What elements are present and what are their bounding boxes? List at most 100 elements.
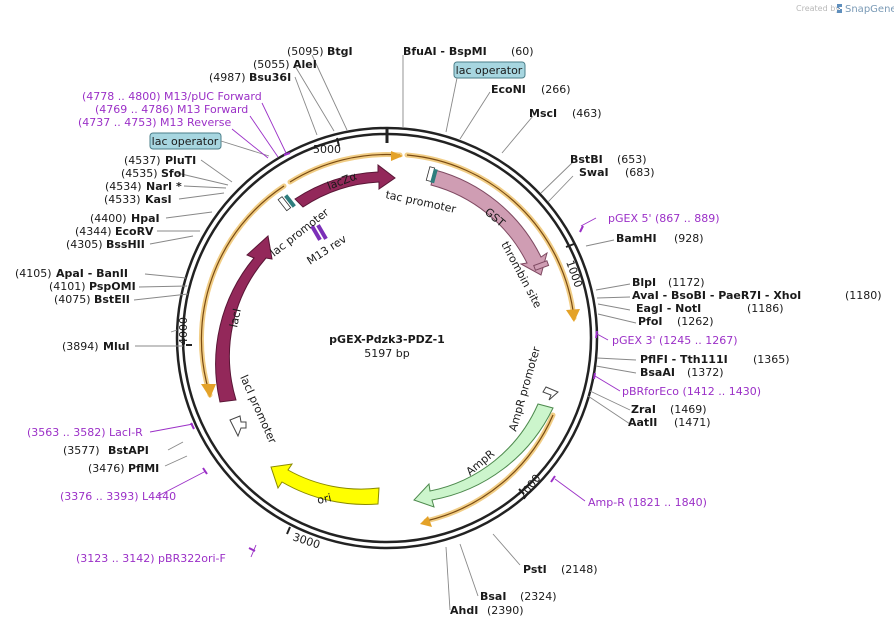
site-bsai-name[interactable]: BsaI <box>480 590 506 603</box>
plasmid-length: 5197 bp <box>364 347 409 360</box>
tick-2000-label: 2000 <box>516 472 543 502</box>
enzyme-labels-bottom: PstI (2148) BsaI (2324) AhdI (2390) <box>450 563 598 617</box>
primer-pbrforeco[interactable]: pBRforEco (1412 .. 1430) <box>622 385 761 398</box>
site-bamhi-pos: (928) <box>674 232 704 245</box>
site-avai-name[interactable]: AvaI - BsoBI - PaeR7I - XhoI <box>632 289 801 302</box>
site-ahdi-name[interactable]: AhdI <box>450 604 478 617</box>
primer-l4440[interactable]: (3376 .. 3393) L4440 <box>60 490 176 503</box>
site-alei-pos: (5055) <box>253 58 290 71</box>
site-zrai-pos: (1469) <box>670 403 707 416</box>
primer-laci-r[interactable]: (3563 .. 3582) LacI-R <box>27 426 143 439</box>
lac-operator-top[interactable]: lac operator <box>453 61 526 79</box>
site-bsu36i-name[interactable]: Bsu36I <box>249 71 291 84</box>
site-pfoi-name[interactable]: PfoI <box>638 315 663 328</box>
plasmid-name: pGEX-Pdzk3-PDZ-1 <box>329 333 445 346</box>
site-bstbi-name[interactable]: BstBI <box>570 153 603 166</box>
site-pflfi-pos: (1365) <box>753 353 790 366</box>
site-hpai-name[interactable]: HpaI <box>131 212 160 225</box>
site-pflfi-name[interactable]: PflFI - Tth111I <box>640 353 728 366</box>
lac-operator-left[interactable]: lac operator <box>149 132 222 150</box>
site-bfuai-name[interactable]: BfuAI - BspMI <box>403 45 487 58</box>
primer-pgex3[interactable]: pGEX 3' (1245 .. 1267) <box>612 334 738 347</box>
site-nari-name[interactable]: NarI * <box>146 180 182 193</box>
tick-2000-mark <box>518 488 525 495</box>
site-bsteii-name[interactable]: BstEII <box>94 293 130 306</box>
tac-promoter-glyph <box>425 166 438 184</box>
site-mlui-name[interactable]: MluI <box>103 340 130 353</box>
site-bsshii-name[interactable]: BssHII <box>106 238 145 251</box>
primer-pbr322ori-f[interactable]: (3123 .. 3142) pBR322ori-F <box>76 552 226 565</box>
site-zrai-name[interactable]: ZraI <box>631 403 656 416</box>
ampr-arrow <box>413 403 554 508</box>
site-aatii-pos: (1471) <box>674 416 711 429</box>
ampr-promoter-arrow <box>542 386 559 401</box>
primer-m13-forward[interactable]: (4769 .. 4786) M13 Forward <box>95 103 248 116</box>
gst-arrow <box>430 169 548 276</box>
site-eagi-name[interactable]: EagI - NotI <box>636 302 701 315</box>
snapgene-logo[interactable]: SnapGene <box>837 4 894 15</box>
laczalpha-label: lacZα <box>325 170 358 193</box>
enzyme-labels-top: (5095) BtgI (5055) AleI (4987) Bsu36I Bf… <box>209 45 602 120</box>
site-msci-pos: (463) <box>572 107 602 120</box>
site-aatii-name[interactable]: AatII <box>628 416 657 429</box>
enzyme-leaders <box>133 54 637 611</box>
enzyme-labels-left: (3577) BstAPI (3476) PflMI (3894) MluI (… <box>15 154 196 475</box>
tick-1000-mark <box>565 243 575 248</box>
laci-feature[interactable]: lacI <box>215 235 273 403</box>
lac-operator-left-leader <box>220 140 270 157</box>
primer-m13-reverse[interactable]: (4737 .. 4753) M13 Reverse <box>78 116 231 129</box>
site-ecorv-name[interactable]: EcoRV <box>115 225 154 238</box>
laci-label: lacI <box>227 307 244 328</box>
site-pspomi-pos: (4101) <box>49 280 86 293</box>
created-by-label: Created by <box>796 4 840 13</box>
lac-operator-top-label: lac operator <box>456 64 523 77</box>
site-psti-name[interactable]: PstI <box>523 563 547 576</box>
site-pfoi-pos: (1262) <box>677 315 714 328</box>
primer-markers <box>190 152 598 552</box>
site-ecorv-pos: (4344) <box>75 225 112 238</box>
site-swai-name[interactable]: SwaI <box>579 166 609 179</box>
site-blpi-name[interactable]: BlpI <box>632 276 656 289</box>
primer-m13-puc-forward[interactable]: (4778 .. 4800) M13/pUC Forward <box>82 90 262 103</box>
site-apai-pos: (4105) <box>15 267 52 280</box>
lac-operator-top-box <box>453 61 526 79</box>
site-bstapi-name[interactable]: BstAPI <box>108 444 149 457</box>
site-pluti-pos: (4537) <box>124 154 161 167</box>
site-msci-name[interactable]: MscI <box>529 107 557 120</box>
site-bsshii-pos: (4305) <box>66 238 103 251</box>
site-kasi-name[interactable]: KasI <box>145 193 172 206</box>
site-avai-pos: (1180) <box>845 289 882 302</box>
site-ahdi-pos: (2390) <box>487 604 524 617</box>
primer-leaders <box>149 102 621 558</box>
site-btgi-name[interactable]: BtgI <box>327 45 353 58</box>
site-psti-pos: (2148) <box>561 563 598 576</box>
site-nari-pos: (4534) <box>105 180 142 193</box>
site-bsai-pos: (2324) <box>520 590 557 603</box>
snapgene-icon <box>837 4 842 13</box>
site-econi-name[interactable]: EcoNI <box>491 83 526 96</box>
laci-arrow <box>215 235 273 403</box>
site-hpai-pos: (4400) <box>90 212 127 225</box>
primer-pgex5[interactable]: pGEX 5' (867 .. 889) <box>608 212 720 225</box>
site-sfoi-name[interactable]: SfoI <box>161 167 185 180</box>
site-pflmi-name[interactable]: PflMI <box>128 462 159 475</box>
highlight-arrow-3 <box>391 151 403 161</box>
site-bamhi-name[interactable]: BamHI <box>616 232 657 245</box>
site-pluti-name[interactable]: PluTI <box>165 154 196 167</box>
highlight-arrow-1 <box>566 309 580 322</box>
site-bsteii-pos: (4075) <box>54 293 91 306</box>
lac-operator-left-label: lac operator <box>152 135 219 148</box>
primer-amp-r[interactable]: Amp-R (1821 .. 1840) <box>588 496 707 509</box>
site-apai-name[interactable]: ApaI - BanII <box>56 267 128 280</box>
site-pflmi-pos: (3476) <box>88 462 125 475</box>
ampr-feature[interactable] <box>413 403 554 508</box>
ori-feature[interactable]: ori <box>270 463 380 507</box>
site-bsaai-name[interactable]: BsaAI <box>640 366 675 379</box>
ori-arrow <box>270 463 380 505</box>
site-kasi-pos: (4533) <box>104 193 141 206</box>
ori-label: ori <box>316 491 333 507</box>
site-pspomi-name[interactable]: PspOMI <box>89 280 136 293</box>
gst-feature[interactable]: GST <box>430 169 548 276</box>
site-alei-name[interactable]: AleI <box>293 58 317 71</box>
